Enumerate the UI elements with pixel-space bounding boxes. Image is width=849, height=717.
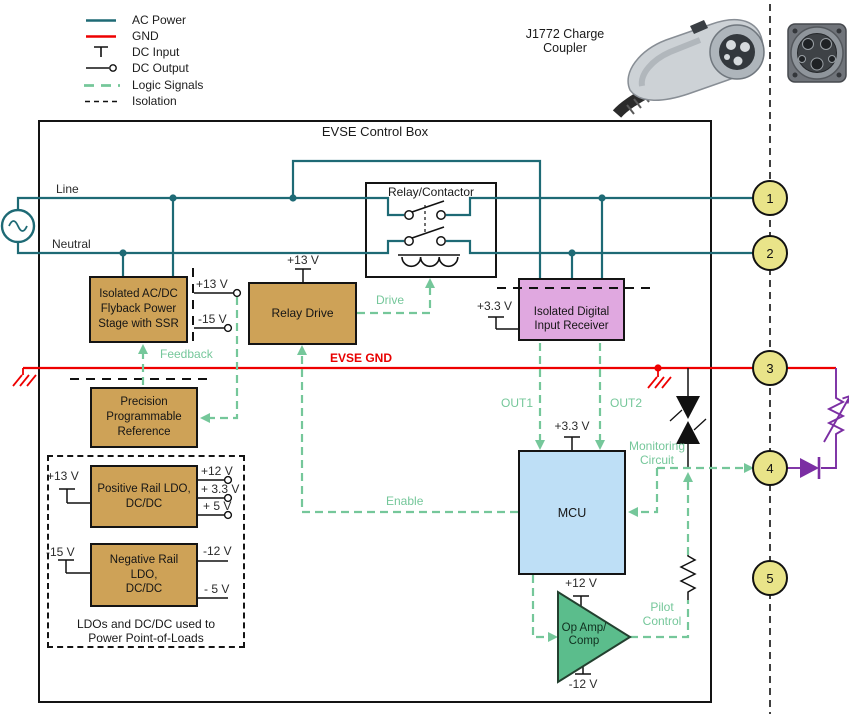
block-positive-rail-ldo: Positive Rail LDO, DC/DC: [90, 465, 198, 528]
flyback-line1: Isolated AC/DC: [99, 288, 178, 301]
pos-ldo-line1: Positive Rail LDO,: [97, 482, 191, 495]
pin-3: 3: [752, 350, 788, 386]
ldo-group-outline: [47, 455, 245, 648]
pin-5-number: 5: [766, 570, 774, 586]
neg-ldo-input-label: -15 V: [46, 545, 75, 559]
legend-label: Isolation: [132, 94, 177, 108]
mcu-title: MCU: [557, 505, 587, 520]
receiver-supply-label: +3.3 V: [477, 299, 513, 313]
block-relay-drive: Relay Drive: [248, 282, 357, 345]
gnd-swatch: [86, 34, 116, 38]
reference-line3: Reference: [117, 425, 171, 438]
pilot-line1: Pilot: [650, 600, 674, 614]
vehicle-pilot-circuit: [786, 368, 849, 479]
monitoring-line1: Monitoring: [628, 439, 686, 453]
ac-source-symbol: [0, 208, 36, 244]
neg-ldo-line1: Negative Rail: [109, 553, 179, 566]
out2-signal-label: OUT2: [610, 396, 643, 410]
opamp-label: Op Amp/ Comp: [554, 622, 614, 648]
relay-drive-supply-label: +13 V: [287, 253, 319, 267]
dc-input-swatch: [94, 46, 108, 57]
pos-ldo-line2: DC/DC: [125, 497, 163, 510]
evse-gnd-label: EVSE GND: [330, 351, 393, 365]
pos-ldo-out1-label: +12 V: [201, 464, 233, 478]
charge-coupler-photo: [612, 18, 765, 118]
opamp-supply-pos-label: +12 V: [565, 576, 597, 590]
ac-power-swatch: [86, 18, 116, 22]
logic-signals-swatch: [84, 83, 120, 87]
coupler-caption: J1772 Charge Coupler: [500, 27, 630, 56]
neg-ldo-out1-label: -12 V: [203, 544, 232, 558]
receiver-line1: Isolated Digital: [533, 305, 610, 318]
pos-ldo-out3-label: + 5 V: [203, 499, 232, 513]
isolation-swatch: [85, 100, 119, 102]
line-wire-label: Line: [56, 182, 79, 196]
dc-output-swatch: [86, 64, 117, 72]
legend-item-logic-signals: Logic Signals: [84, 78, 203, 92]
flyback-line3: Stage with SSR: [98, 317, 179, 330]
receiver-line2: Input Receiver: [534, 320, 609, 333]
evse-control-box-title: EVSE Control Box: [321, 124, 429, 139]
monitoring-line2: Circuit: [639, 452, 674, 467]
pin-2-number: 2: [766, 245, 774, 261]
pin-4-number: 4: [766, 460, 774, 476]
neutral-wire-label: Neutral: [52, 237, 91, 251]
coupler-caption-line2: Coupler: [543, 41, 587, 56]
coupler-caption-line1: J1772 Charge: [525, 27, 605, 41]
pos-ldo-out2-label: + 3.3 V: [201, 482, 240, 496]
legend-label: AC Power: [132, 13, 187, 27]
evse-control-box-outline: [38, 120, 712, 703]
pos-ldo-input-label: +13 V: [47, 469, 79, 483]
neg-ldo-line3: DC/DC: [125, 583, 163, 596]
charge-inlet-photo: [787, 23, 847, 83]
flyback-out-pos-label: +13 V: [196, 277, 228, 291]
ldo-group-caption: LDOs and DC/DC used to Power Point-of-Lo…: [47, 617, 245, 646]
neg-ldo-out2-label: - 5 V: [204, 582, 230, 596]
flyback-out-neg-label: -15 V: [198, 312, 227, 326]
ldo-caption-line1: LDOs and DC/DC used to: [76, 617, 216, 631]
pin-5: 5: [752, 560, 788, 596]
legend-item-isolation: Isolation: [84, 94, 177, 108]
pin-1-number: 1: [766, 190, 774, 206]
enable-signal-label: Enable: [386, 494, 424, 508]
pilot-line2: Control: [642, 613, 682, 628]
feedback-signal-label: Feedback: [160, 347, 213, 361]
pin-3-number: 3: [766, 360, 774, 376]
block-flyback-power-stage: Isolated AC/DC Flyback Power Stage with …: [89, 276, 188, 343]
drive-signal-label: Drive: [376, 293, 405, 307]
neg-ldo-line2: LDO,: [130, 568, 158, 581]
legend-label: GND: [132, 29, 159, 43]
pilot-control-label: Pilot Control: [634, 600, 690, 629]
block-mcu: MCU: [518, 450, 626, 575]
flyback-line2: Flyback Power: [100, 303, 177, 316]
relay-drive-title: Relay Drive: [271, 305, 334, 320]
legend-item-dc-input: DC Input: [84, 44, 179, 59]
pilot-diode-symbol: [800, 458, 819, 478]
pin-2: 2: [752, 235, 788, 271]
legend-label: Logic Signals: [132, 78, 204, 92]
pin-1: 1: [752, 180, 788, 216]
reference-line2: Programmable: [106, 411, 182, 424]
mcu-supply-label: +3.3 V: [554, 419, 590, 433]
legend-item-gnd: GND: [84, 29, 159, 43]
block-isolated-digital-input-receiver: Isolated Digital Input Receiver: [518, 278, 625, 341]
legend-label: DC Output: [132, 61, 189, 75]
opamp-line1: Op Amp/: [561, 622, 607, 634]
opamp-line2: Comp: [568, 635, 600, 648]
monitoring-circuit-label: Monitoring Circuit: [622, 439, 692, 468]
block-precision-programmable-reference: Precision Programmable Reference: [90, 387, 198, 448]
relay-contactor-title: Relay/Contactor: [387, 185, 475, 199]
opamp-supply-neg-label: -12 V: [568, 677, 598, 691]
ldo-caption-line2: Power Point-of-Loads: [88, 630, 204, 645]
reference-line1: Precision: [120, 396, 168, 409]
legend-label: DC Input: [132, 44, 180, 59]
out1-signal-label: OUT1: [501, 396, 534, 410]
block-negative-rail-ldo: Negative Rail LDO, DC/DC: [90, 543, 198, 607]
legend-item-dc-output: DC Output: [84, 61, 189, 75]
pin-4: 4: [752, 450, 788, 486]
legend-item-ac-power: AC Power: [84, 13, 186, 27]
